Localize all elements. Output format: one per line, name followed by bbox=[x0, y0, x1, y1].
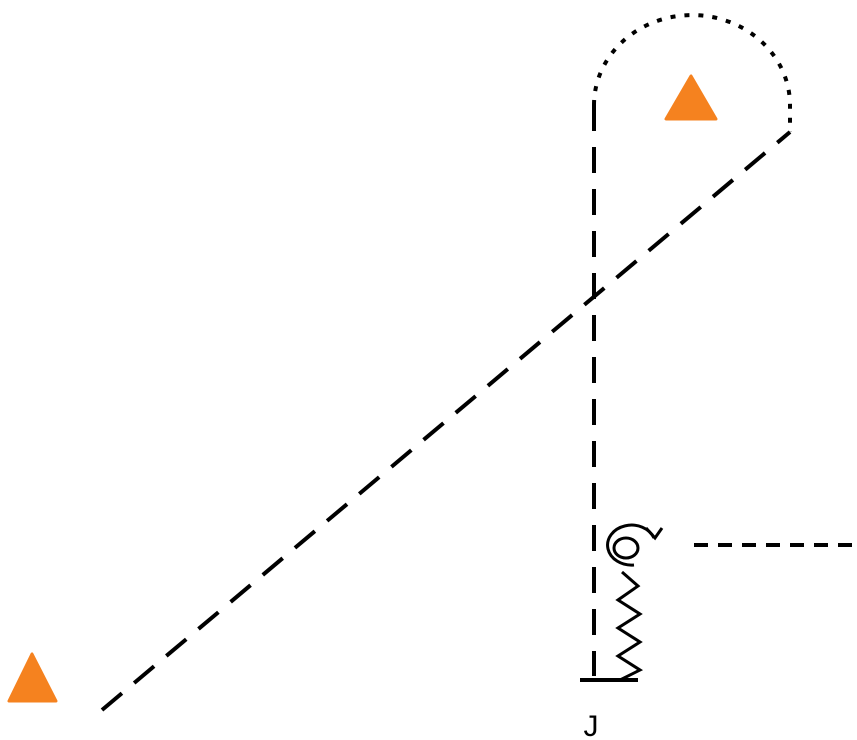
triangle-icon bbox=[664, 74, 718, 121]
node-label-j: J bbox=[584, 710, 599, 740]
spring-icon bbox=[615, 570, 644, 682]
rotation-arrow-icon bbox=[606, 523, 664, 567]
triangle-icon bbox=[7, 652, 58, 703]
diagonal-dashed-line bbox=[100, 130, 792, 712]
dotted-arc bbox=[592, 13, 792, 132]
